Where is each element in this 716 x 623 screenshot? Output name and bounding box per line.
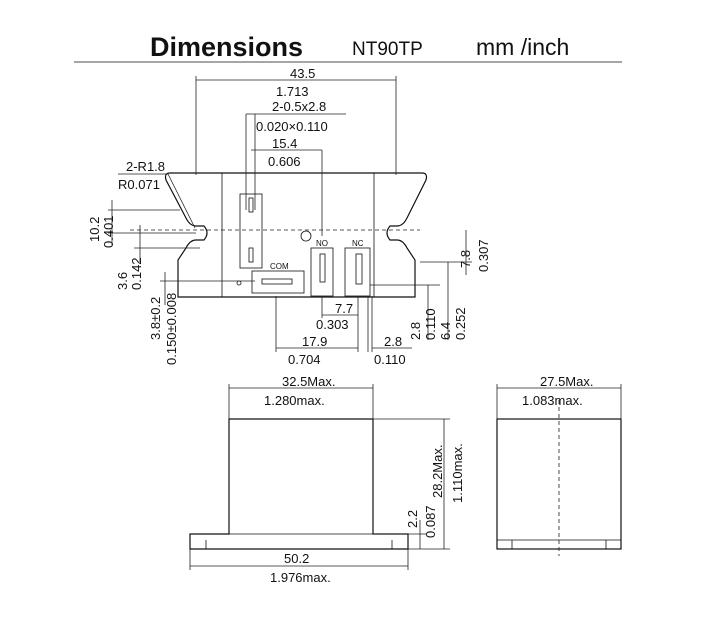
gap-mm: 7.7 (335, 301, 353, 316)
front-top-in: 1.280max. (264, 393, 325, 408)
nc-width-in: 0.110 (374, 352, 406, 367)
right-height-in: 0.307 (476, 239, 491, 272)
no-terminal (310, 247, 334, 297)
pin-mm: 2-0.5x2.8 (272, 99, 326, 114)
com-offset-mm: 3.6 (115, 272, 130, 290)
nc-terminal (344, 247, 371, 297)
width-mm: 43.5 (290, 66, 315, 81)
front-height-mm: 28.2Max. (430, 445, 445, 498)
left-height-in: 0.401 (101, 215, 116, 248)
com-terminal-blade (261, 278, 293, 285)
units-label: mm /inch (476, 34, 569, 60)
side-h-in: 0.252 (453, 307, 468, 340)
com-dist-in: 0.704 (288, 352, 321, 367)
radius-mm: 2-R1.8 (126, 159, 165, 174)
side-h-mm: 6.4 (438, 322, 453, 340)
nc-label: NC (352, 239, 364, 248)
com-dist-mm: 17.9 (302, 334, 327, 349)
coil-pin-upper (248, 197, 254, 213)
front-view-outline (189, 418, 409, 550)
com-label: COM (270, 262, 289, 271)
model-number: NT90TP (352, 39, 423, 60)
flange-in: 0.087 (423, 505, 438, 538)
side-pin-mm: 2.8 (408, 322, 423, 340)
com-terminal (251, 270, 305, 294)
coil-pin-lower (248, 247, 254, 263)
gap-in: 0.303 (316, 317, 349, 332)
coil-pin-block (239, 193, 263, 269)
top-view-outline (164, 172, 428, 298)
pitch-mm: 15.4 (272, 136, 297, 151)
radius-in: R0.071 (118, 177, 160, 192)
no-label: NO (316, 239, 328, 248)
front-height-in: 1.110max. (450, 443, 465, 503)
front-top-mm: 32.5Max. (282, 374, 335, 389)
pin-in: 0.020×0.110 (256, 119, 328, 134)
drawing-title: Dimensions (150, 32, 303, 62)
mounting-hole (300, 230, 312, 242)
nc-terminal-blade (355, 253, 363, 285)
side-view: 27.5Max. 1.083max. (496, 374, 622, 556)
side-width-in: 1.083max. (522, 393, 583, 408)
nc-width-mm: 2.8 (384, 334, 402, 349)
right-height-mm: 7.8 (458, 250, 473, 268)
front-base-mm: 50.2 (284, 551, 309, 566)
radius-leader (167, 173, 196, 229)
tol-in: 0.150±0.008 (164, 293, 179, 365)
side-pin-in: 0.110 (423, 308, 438, 340)
width-in: 1.713 (276, 84, 309, 99)
left-height-mm: 10.2 (87, 217, 102, 242)
no-terminal-blade (319, 253, 326, 283)
indicator-dot (236, 280, 242, 286)
top-view: NO NC COM 43.5 1.713 2-0.5x2.8 0.020×0.1… (87, 66, 491, 367)
front-base-in: 1.976max. (270, 570, 331, 585)
flange-mm: 2.2 (405, 510, 420, 528)
pitch-in: 0.606 (268, 154, 301, 169)
com-offset-in: 0.142 (129, 257, 144, 290)
side-width-mm: 27.5Max. (540, 374, 593, 389)
front-view: 32.5Max. 1.280max. 50.2 1.976max. 28.2Ma… (189, 374, 465, 585)
tol-mm: 3.8±0.2 (148, 297, 163, 340)
